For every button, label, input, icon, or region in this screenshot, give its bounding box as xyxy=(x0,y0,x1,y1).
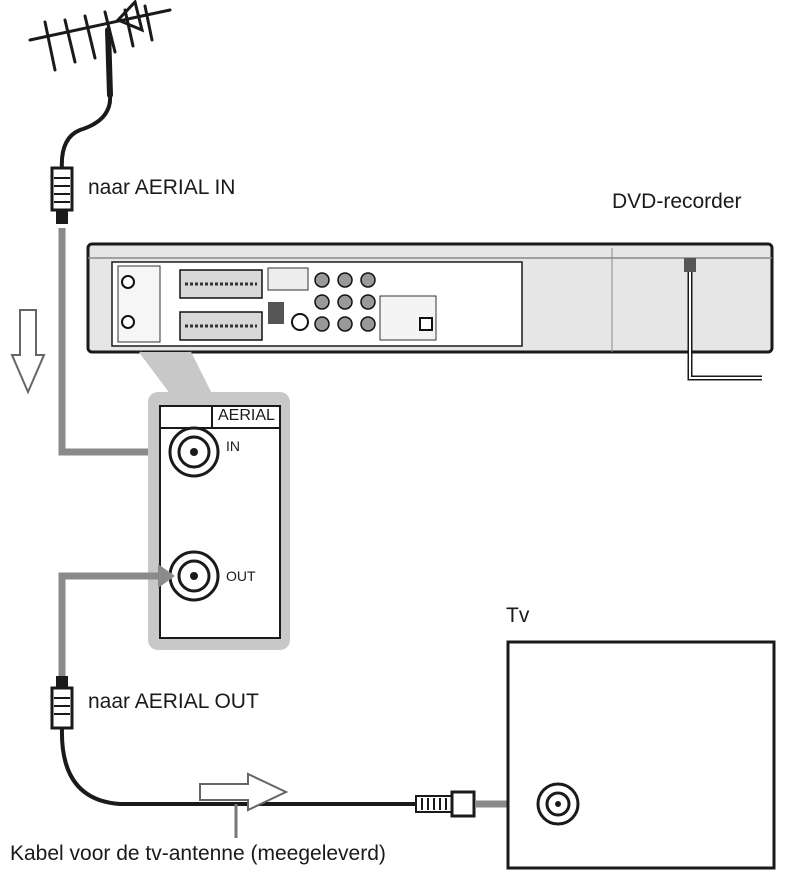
label-aerial-out: naar AERIAL OUT xyxy=(88,690,259,713)
aerial-out-connector-icon xyxy=(168,550,220,602)
dvd-recorder-icon xyxy=(86,242,774,381)
tv-set-icon xyxy=(506,640,776,870)
tv-plug-icon xyxy=(415,790,476,818)
aerial-panel xyxy=(148,392,290,650)
aerial-in-connector-icon xyxy=(168,426,220,478)
aerial-out-plug-icon xyxy=(50,676,74,730)
panel-in-label: IN xyxy=(226,438,240,454)
antenna-cable xyxy=(59,94,113,171)
panel-out-label: OUT xyxy=(226,568,256,584)
label-aerial-in: naar AERIAL IN xyxy=(88,176,236,199)
label-dvd-recorder: DVD-recorder xyxy=(612,190,742,213)
right-arrow-icon xyxy=(199,772,289,812)
callout-pointer xyxy=(139,351,212,393)
aerial-in-plug-icon xyxy=(50,166,74,224)
out-arrow-icon xyxy=(158,564,175,588)
tv-aerial-connector-icon xyxy=(536,782,580,826)
down-arrow-icon xyxy=(10,309,46,395)
label-cable: Kabel voor de tv-antenne (meegeleverd) xyxy=(10,842,386,865)
tv-cable xyxy=(59,727,418,806)
panel-title: AERIAL xyxy=(218,407,275,424)
label-tv: Tv xyxy=(506,604,530,627)
in-cable xyxy=(58,228,160,456)
out-cable xyxy=(58,572,160,676)
aerial-antenna-icon xyxy=(28,0,172,98)
